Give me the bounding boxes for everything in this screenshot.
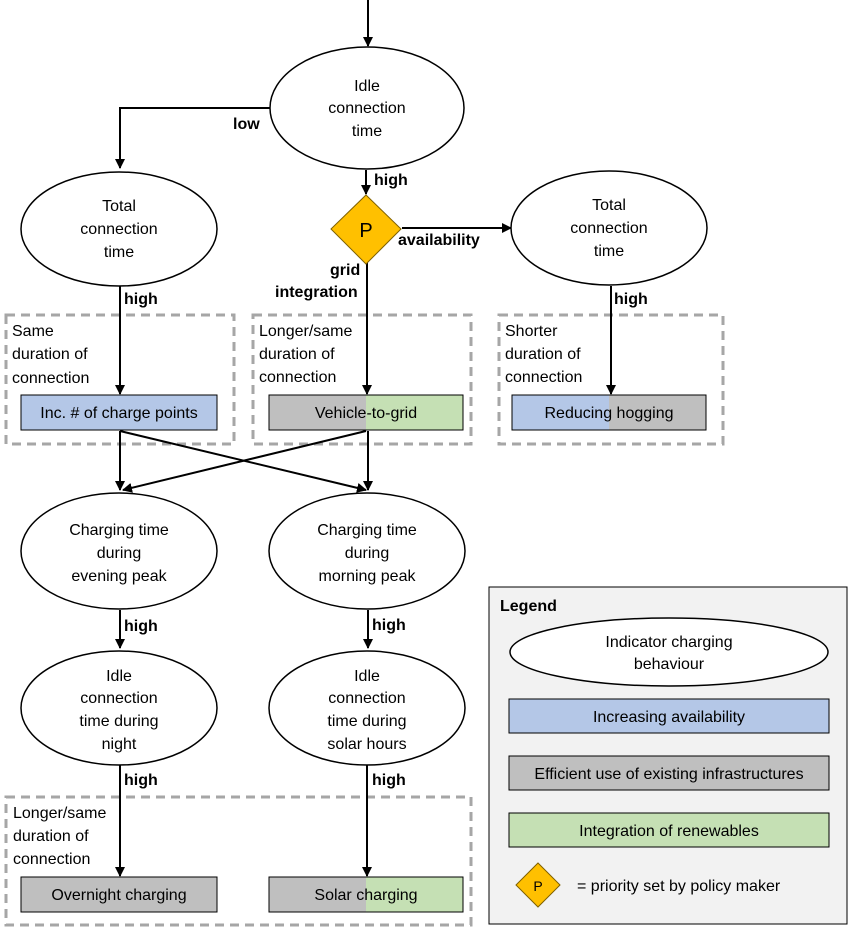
legend-item-indicator: Indicator charging behaviour <box>509 617 829 687</box>
legend-priority-diamond-icon <box>515 862 561 908</box>
svg-text:Total: Total <box>102 198 136 215</box>
node-charging-time-evening-peak: Charging time during evening peak <box>20 492 218 610</box>
svg-text:connection: connection <box>328 690 405 707</box>
edge-label-grid: grid <box>330 262 360 279</box>
svg-text:morning peak: morning peak <box>319 568 417 585</box>
svg-text:Idle: Idle <box>106 668 132 685</box>
svg-text:= priority set by policy maker: = priority set by policy maker <box>577 878 781 895</box>
svg-text:Idle: Idle <box>354 78 380 95</box>
svg-text:connection: connection <box>328 100 405 117</box>
group-label-same-duration: Same duration of connection <box>12 323 89 387</box>
svg-text:solar hours: solar hours <box>327 736 406 753</box>
svg-text:Longer/same: Longer/same <box>259 323 352 340</box>
node-idle-connection-time-night: Idle connection time during night <box>20 650 218 766</box>
svg-text:Increasing availability: Increasing availability <box>593 709 745 726</box>
svg-text:time during: time during <box>79 713 158 730</box>
edge-label-high-evening: high <box>124 618 158 635</box>
legend-item-priority: P = priority set by policy maker <box>515 862 781 908</box>
svg-text:connection: connection <box>80 221 157 238</box>
measure-inc-charge-points: Inc. # of charge points <box>20 394 218 431</box>
edge-label-high-left: high <box>124 291 158 308</box>
svg-text:connection: connection <box>13 851 90 868</box>
svg-text:during: during <box>345 545 389 562</box>
svg-text:Integration of renewables: Integration of renewables <box>579 823 759 840</box>
svg-text:Charging time: Charging time <box>69 522 169 539</box>
svg-text:connection: connection <box>259 369 336 386</box>
legend-item-renewables: Integration of renewables <box>508 812 830 848</box>
svg-text:time during: time during <box>327 713 406 730</box>
node-idle-connection-time-top: Idle connection time <box>269 46 465 170</box>
measure-overnight-charging: Overnight charging <box>20 876 218 913</box>
edge-label-low: low <box>233 116 260 133</box>
svg-text:behaviour: behaviour <box>634 656 705 673</box>
edge-label-high-solar: high <box>372 772 406 789</box>
edge-label-high-right: high <box>614 291 648 308</box>
svg-text:time: time <box>594 243 624 260</box>
priority-diamond-icon: P <box>330 194 402 265</box>
svg-text:during: during <box>97 545 141 562</box>
svg-text:duration of: duration of <box>12 346 88 363</box>
legend-title: Legend <box>500 598 557 615</box>
arrow-low-to-total-left <box>115 107 270 169</box>
svg-text:connection: connection <box>570 220 647 237</box>
svg-text:Efficient use of existing infr: Efficient use of existing infrastructure… <box>534 766 803 783</box>
node-idle-connection-time-solar-hours: Idle connection time during solar hours <box>268 650 466 766</box>
svg-text:Inc. # of charge points: Inc. # of charge points <box>40 405 197 422</box>
edge-label-high-top: high <box>374 172 408 189</box>
group-label-longer-duration-bottom: Longer/same duration of connection <box>13 805 106 868</box>
measure-reducing-hogging: Reducing hogging <box>511 394 707 431</box>
svg-text:Overnight charging: Overnight charging <box>51 887 186 904</box>
edge-label-high-morning: high <box>372 617 406 634</box>
svg-text:P: P <box>359 220 372 242</box>
legend: Legend Indicator charging behaviour Incr… <box>488 586 848 925</box>
svg-text:connection: connection <box>12 370 89 387</box>
svg-text:night: night <box>102 736 137 753</box>
node-total-connection-time-left: Total connection time <box>20 171 218 287</box>
svg-text:Idle: Idle <box>354 668 380 685</box>
edge-label-high-night: high <box>124 772 158 789</box>
measure-vehicle-to-grid: Vehicle-to-grid <box>268 394 464 431</box>
arrow-v2g-to-evening <box>122 430 367 493</box>
svg-text:time: time <box>352 123 382 140</box>
svg-text:Indicator charging: Indicator charging <box>605 634 732 651</box>
svg-text:connection: connection <box>80 690 157 707</box>
group-label-shorter-duration: Shorter duration of connection <box>505 323 582 386</box>
svg-text:duration of: duration of <box>505 346 581 363</box>
legend-item-availability: Increasing availability <box>508 698 830 734</box>
node-charging-time-morning-peak: Charging time during morning peak <box>268 492 466 610</box>
svg-text:connection: connection <box>505 369 582 386</box>
svg-text:Reducing hogging: Reducing hogging <box>545 405 674 422</box>
svg-text:Longer/same: Longer/same <box>13 805 106 822</box>
edge-label-integration: integration <box>275 284 358 301</box>
svg-text:P: P <box>533 878 542 894</box>
svg-text:duration of: duration of <box>259 346 335 363</box>
legend-item-efficient: Efficient use of existing infrastructure… <box>508 755 830 791</box>
svg-text:Vehicle-to-grid: Vehicle-to-grid <box>315 405 417 422</box>
svg-text:Shorter: Shorter <box>505 323 558 340</box>
svg-text:Solar charging: Solar charging <box>314 887 417 904</box>
svg-text:Charging time: Charging time <box>317 522 417 539</box>
group-label-longer-duration-v2g: Longer/same duration of connection <box>259 323 352 386</box>
group-box-longer-duration-v2g <box>251 313 473 446</box>
svg-text:evening peak: evening peak <box>71 568 167 585</box>
svg-text:duration of: duration of <box>13 828 89 845</box>
svg-text:time: time <box>104 244 134 261</box>
edge-label-availability: availability <box>398 232 480 249</box>
measure-solar-charging: Solar charging <box>268 876 464 913</box>
node-total-connection-time-right: Total connection time <box>510 170 708 286</box>
group-box-longer-duration-bottom <box>4 795 473 927</box>
svg-text:Same: Same <box>12 323 54 340</box>
svg-text:Total: Total <box>592 197 626 214</box>
